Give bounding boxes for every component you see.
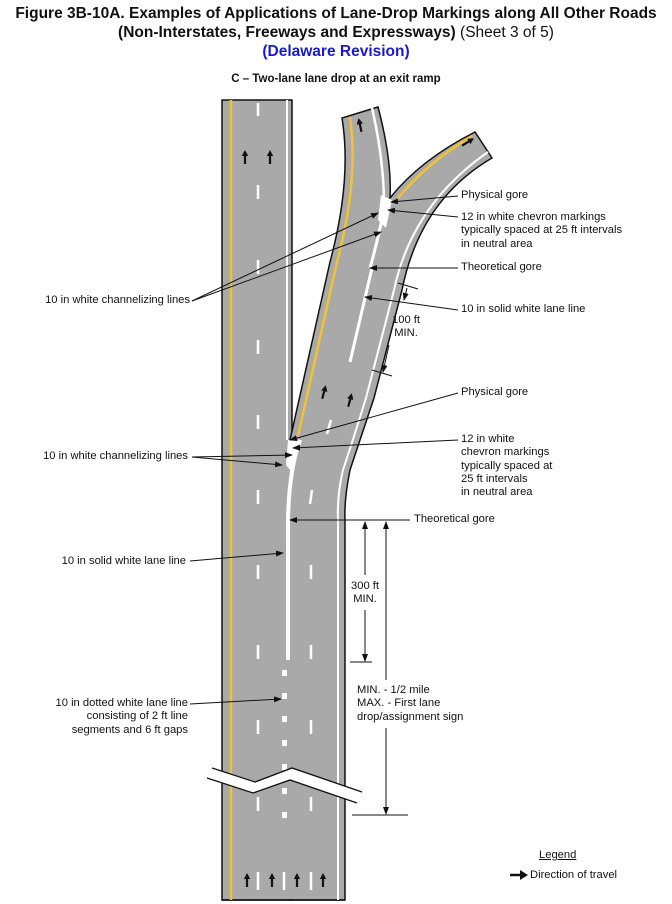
- yellow-edge-line-branch: [397, 134, 473, 199]
- label-line: 12 in white: [461, 433, 515, 445]
- label-channelizing-lower: 10 in white channelizing lines: [43, 450, 188, 462]
- leader-line: [191, 452, 293, 459]
- dotted-segment: [282, 740, 287, 746]
- gore-neutral-area-upper: [378, 195, 392, 228]
- dotted-segment: [282, 693, 287, 699]
- sheet-number: (Sheet 3 of 5): [460, 24, 554, 41]
- lane-dash: [325, 419, 333, 435]
- subtitle: C – Two-lane lane drop at an exit ramp: [231, 73, 441, 85]
- label-line: MIN. - 1/2 mile: [357, 684, 430, 696]
- label-line: MIN.: [353, 593, 377, 606]
- lane-dash: [308, 489, 314, 505]
- legend-title: Legend: [539, 849, 577, 861]
- label-solid-lane-line-lower: 10 in solid white lane line: [61, 555, 186, 567]
- yellow-edge-line-ramp: [296, 116, 354, 437]
- leader-line: [289, 392, 459, 442]
- label-line: in neutral area: [461, 237, 533, 250]
- leader-line: [364, 294, 459, 311]
- label-line: 300 ft: [351, 580, 379, 592]
- figure-title: Figure 3B-10A. Examples of Applications …: [0, 4, 672, 23]
- label-line: segments and 6 ft gaps: [71, 723, 188, 736]
- dimension-tick: [371, 369, 393, 377]
- dimension-lines: [350, 282, 419, 816]
- lane-dashes-main: [256, 103, 333, 890]
- white-edge-line-ramp: [336, 151, 489, 521]
- label-channelizing-upper: 10 in white channelizing lines: [45, 294, 190, 306]
- label-line: drop/assignment sign: [357, 710, 464, 723]
- dotted-lane-line: [282, 670, 287, 818]
- label-line: typically spaced at 25 ft intervals: [461, 224, 623, 237]
- label-line: 100 ft: [392, 314, 420, 326]
- leader-line: [387, 207, 459, 218]
- dotted-segment: [282, 716, 287, 722]
- dimension-tick: [397, 282, 419, 290]
- break-symbol-outline: [206, 767, 363, 804]
- dotted-segment: [282, 812, 287, 818]
- label-physical-gore-upper: Physical gore: [461, 189, 529, 201]
- label-line: 12 in white chevron markings: [461, 211, 606, 223]
- figure-title-line2-text: (Non-Interstates, Freeways and Expresswa…: [118, 24, 456, 41]
- figure-title-text: Figure 3B-10A. Examples of Applications …: [15, 5, 657, 22]
- label-theoretical-gore-lower: Theoretical gore: [414, 513, 495, 525]
- leader-line: [189, 550, 284, 562]
- legend-arrow-right-icon: [510, 870, 528, 880]
- dotted-segment: [282, 670, 287, 676]
- label-line: typically spaced at: [461, 459, 553, 472]
- white-edge-line-branch: [370, 107, 386, 206]
- leader-line: [390, 195, 459, 205]
- dotted-segment: [282, 764, 287, 770]
- leader-line: [189, 696, 282, 705]
- label-line: consisting of 2 ft line: [86, 710, 188, 723]
- label-physical-gore-lower: Physical gore: [461, 386, 529, 398]
- label-line: chevron markings: [461, 446, 550, 459]
- label-theoretical-gore-upper: Theoretical gore: [461, 261, 542, 273]
- label-line: in neutral area: [461, 486, 533, 499]
- dimension-line: [381, 344, 390, 373]
- revision-label: (Delaware Revision): [262, 43, 410, 60]
- label-line: MIN.: [394, 327, 418, 340]
- dotted-segment: [282, 788, 287, 794]
- leader-line: [191, 212, 379, 302]
- leader-line: [191, 456, 283, 468]
- label-line: 10 in dotted white lane line: [55, 697, 188, 709]
- leader-lines: [189, 195, 459, 705]
- label-solid-lane-line-upper: 10 in solid white lane line: [461, 303, 586, 315]
- leader-line: [191, 231, 382, 302]
- label-line: 25 ft intervals: [461, 472, 528, 485]
- dimension-line: [402, 287, 409, 301]
- ramp-solid-lane-line: [348, 267, 374, 363]
- leader-line: [292, 439, 459, 451]
- figure-title-line2: (Non-Interstates, Freeways and Expresswa…: [0, 23, 672, 42]
- widened-road-section: [289, 441, 344, 899]
- label-line: MAX. - First lane: [357, 697, 441, 710]
- legend-direction-of-travel: Direction of travel: [530, 869, 618, 881]
